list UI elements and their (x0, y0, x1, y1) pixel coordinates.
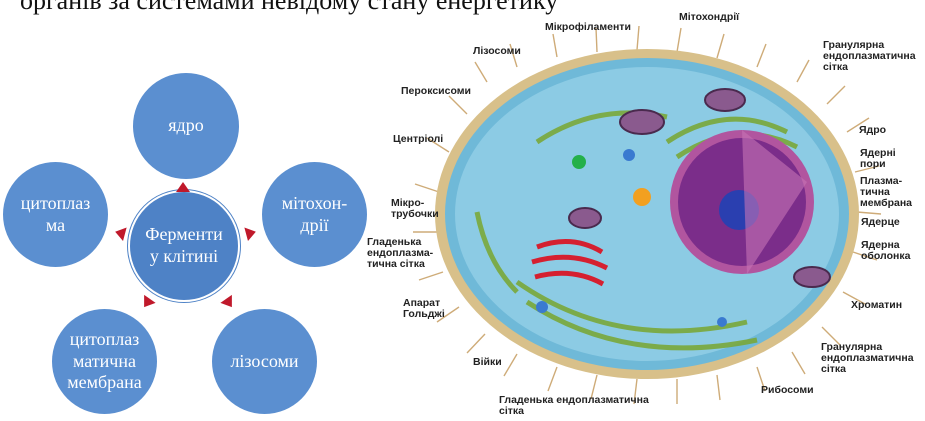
cycle-center-node: Ферменти у клітині (128, 190, 240, 302)
cycle-node-plasma-membrane: цитоплаз матична мембрана (52, 309, 157, 414)
cycle-node-label: цитоплаз ма (21, 193, 91, 236)
cycle-node-lysosomes: лізосоми (212, 309, 317, 414)
cycle-node-label: лізосоми (230, 351, 298, 373)
cycle-node-label: мітохон-дрії (280, 193, 350, 236)
label-cilia: Війки (473, 357, 502, 368)
label-mitochondria: Мітохондрії (679, 12, 739, 23)
label-nuclear-envelope: Ядерна оболонка (861, 240, 921, 262)
label-nucleolus: Ядерце (861, 217, 900, 228)
cycle-arrow (220, 295, 237, 311)
cycle-arrow (244, 225, 257, 241)
label-granular-er-top: Гранулярна ендоплазматична сітка (823, 40, 921, 73)
cycle-node-label: ядро (168, 115, 203, 137)
label-smooth-er-bottom: Гладенька ендоплазматична сітка (499, 395, 649, 417)
label-lysosomes: Лізосоми (473, 46, 521, 57)
cycle-arrow (113, 225, 126, 241)
label-granular-er-bottom: Гранулярна ендоплазматична сітка (821, 342, 921, 375)
heading-text: органів за системами невідому стану енер… (20, 0, 558, 16)
cycle-node-mitochondria: мітохон-дрії (262, 162, 367, 267)
cycle-arrow (176, 182, 190, 192)
cycle-arrow (138, 295, 155, 311)
label-golgi: Апарат Гольджі (403, 298, 463, 320)
label-smooth-er-left: Гладенька ендоплазма-тична сітка (367, 237, 457, 270)
cycle-node-cytoplasm: цитоплаз ма (3, 162, 108, 267)
label-microfilaments: Мікрофіламенти (545, 22, 631, 33)
cycle-center-label: Ферменти у клітині (144, 224, 224, 267)
label-peroxisomes: Пероксисоми (401, 86, 471, 97)
label-nucleus: Ядро (859, 125, 886, 136)
label-plasma-membrane: Плазма-тична мембрана (860, 176, 920, 209)
label-nuclear-pores: Ядерні пори (860, 148, 920, 170)
cut-off-heading-text: органів за системами невідому стану енер… (0, 0, 925, 14)
label-centrioles: Центріолі (393, 134, 443, 145)
animal-cell-illustration: Мікрофіламенти Мітохондрії Лізосоми Гран… (367, 22, 925, 421)
cycle-node-label: цитоплаз матична мембрана (60, 329, 150, 394)
label-chromatin: Хроматин (851, 300, 902, 311)
cycle-node-nucleus: ядро (133, 73, 239, 179)
label-microtubules: Мікро-трубочки (391, 198, 441, 220)
label-ribosomes: Рибосоми (761, 385, 814, 396)
